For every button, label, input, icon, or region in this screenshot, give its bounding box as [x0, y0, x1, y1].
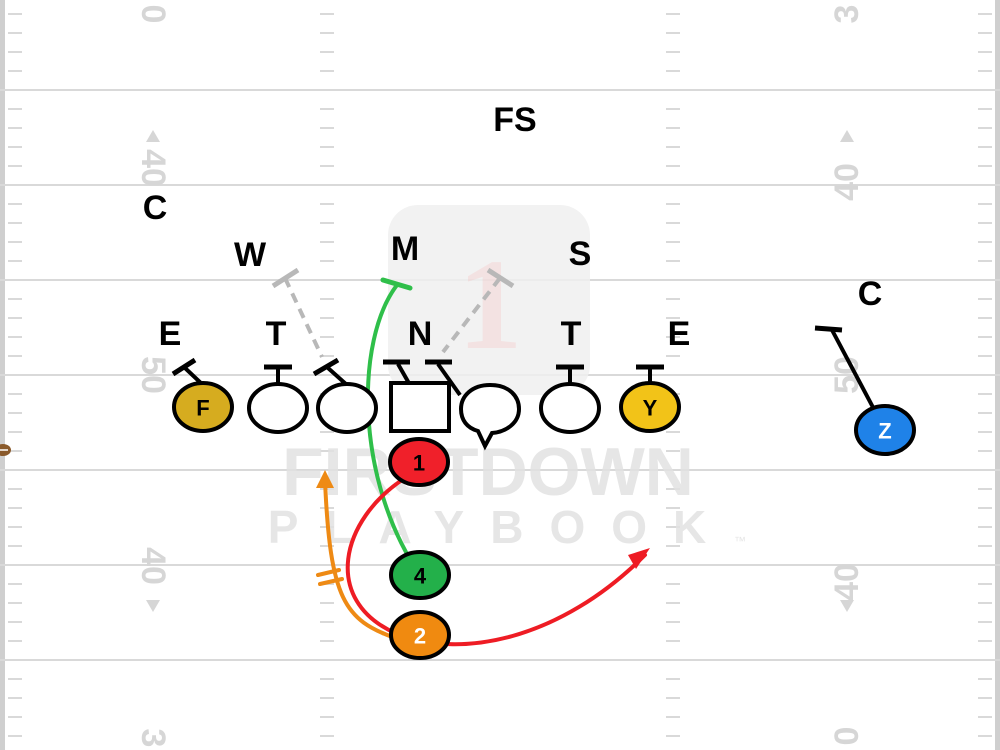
lineman-left-guard[interactable] — [316, 382, 378, 434]
defender-e-left[interactable]: E — [159, 315, 182, 353]
defender-c-left[interactable]: C — [143, 189, 168, 227]
block-cap — [312, 357, 340, 377]
yard-number: 0 — [134, 5, 172, 24]
block-path — [441, 276, 502, 354]
block-cap — [171, 357, 197, 377]
player-y[interactable]: Y — [619, 381, 681, 433]
route-orange — [323, 478, 397, 640]
defender-c-right[interactable]: C — [858, 275, 883, 313]
route-red-arrow — [628, 548, 650, 569]
watermark: 1 FIRSTDOWN PLAYBOOK ™ — [268, 205, 746, 553]
player-y-marker[interactable] — [619, 381, 681, 433]
yard-number: 40 — [134, 547, 172, 585]
player-qb-marker[interactable] — [388, 437, 450, 487]
player-z[interactable]: Z — [854, 404, 916, 456]
watermark-line1: FIRSTDOWN — [282, 434, 694, 510]
player-4-marker[interactable] — [389, 550, 451, 600]
player-f-marker[interactable] — [172, 381, 234, 433]
yard-number: 40 — [134, 149, 172, 187]
yard-number: 40 — [828, 163, 866, 201]
yard-arrow — [840, 130, 854, 142]
player-2[interactable]: 2 — [389, 610, 451, 660]
offensive-line — [247, 381, 601, 451]
defender-m[interactable]: M — [391, 230, 419, 268]
block-assignments — [283, 276, 502, 358]
yard-number: 3 — [828, 5, 866, 24]
block-cap — [486, 267, 515, 289]
block-path — [283, 277, 324, 358]
yard-arrow — [146, 600, 160, 612]
yard-arrow — [146, 130, 160, 142]
player-2-label: 2 — [414, 624, 426, 649]
defender-t-right[interactable]: T — [561, 315, 582, 353]
lineman-center[interactable] — [389, 381, 451, 433]
defender-s[interactable]: S — [569, 235, 592, 273]
route-green-cap — [380, 277, 413, 291]
defender-t-left[interactable]: T — [266, 315, 287, 353]
yard-arrow — [840, 600, 854, 612]
block-cap — [271, 267, 300, 289]
route-orange-arrow — [316, 470, 334, 488]
yard-number: 40 — [828, 563, 866, 601]
defender-w[interactable]: W — [234, 236, 267, 274]
firstdown-logo-icon — [388, 205, 590, 395]
defender-e-right[interactable]: E — [668, 315, 691, 353]
route-black-cap — [814, 325, 843, 333]
watermark-line2: PLAYBOOK — [268, 501, 732, 553]
lineman-left-tackle[interactable] — [247, 382, 309, 434]
lineman-right-tackle[interactable] — [539, 382, 601, 434]
route-orange-stop — [316, 568, 341, 577]
player-z-marker[interactable] — [854, 404, 916, 456]
watermark-trademark: ™ — [734, 534, 746, 548]
player-f-label: F — [196, 396, 209, 421]
player-qb-label: 1 — [413, 451, 425, 476]
hash-marks — [8, 13, 992, 737]
football-icon — [0, 444, 11, 456]
block-stub — [436, 362, 462, 397]
defender-fs[interactable]: FS — [493, 101, 536, 139]
block-caps — [271, 267, 515, 289]
player-z-label: Z — [878, 419, 891, 444]
yard-number: 0 — [828, 727, 866, 746]
logo-glyph: 1 — [458, 233, 523, 377]
player-4-label: 4 — [414, 564, 427, 589]
player-4[interactable]: 4 — [389, 550, 451, 600]
player-2-marker[interactable] — [389, 610, 451, 660]
yard-number: 50 — [134, 356, 172, 394]
yard-number: 3 — [134, 729, 172, 748]
yard-numbers-right: 3 40 50 40 0 — [828, 5, 866, 746]
yard-numbers-left: 0 40 50 40 3 — [134, 5, 172, 748]
player-y-label: Y — [643, 396, 658, 421]
lineman-right-guard[interactable] — [458, 382, 522, 451]
route-orange-stop — [318, 577, 344, 586]
defender-n[interactable]: N — [408, 315, 433, 353]
player-f[interactable]: F — [172, 381, 234, 433]
player-qb[interactable]: 1 — [388, 437, 450, 487]
defense: FS C W M S C E T N T E — [143, 101, 883, 353]
